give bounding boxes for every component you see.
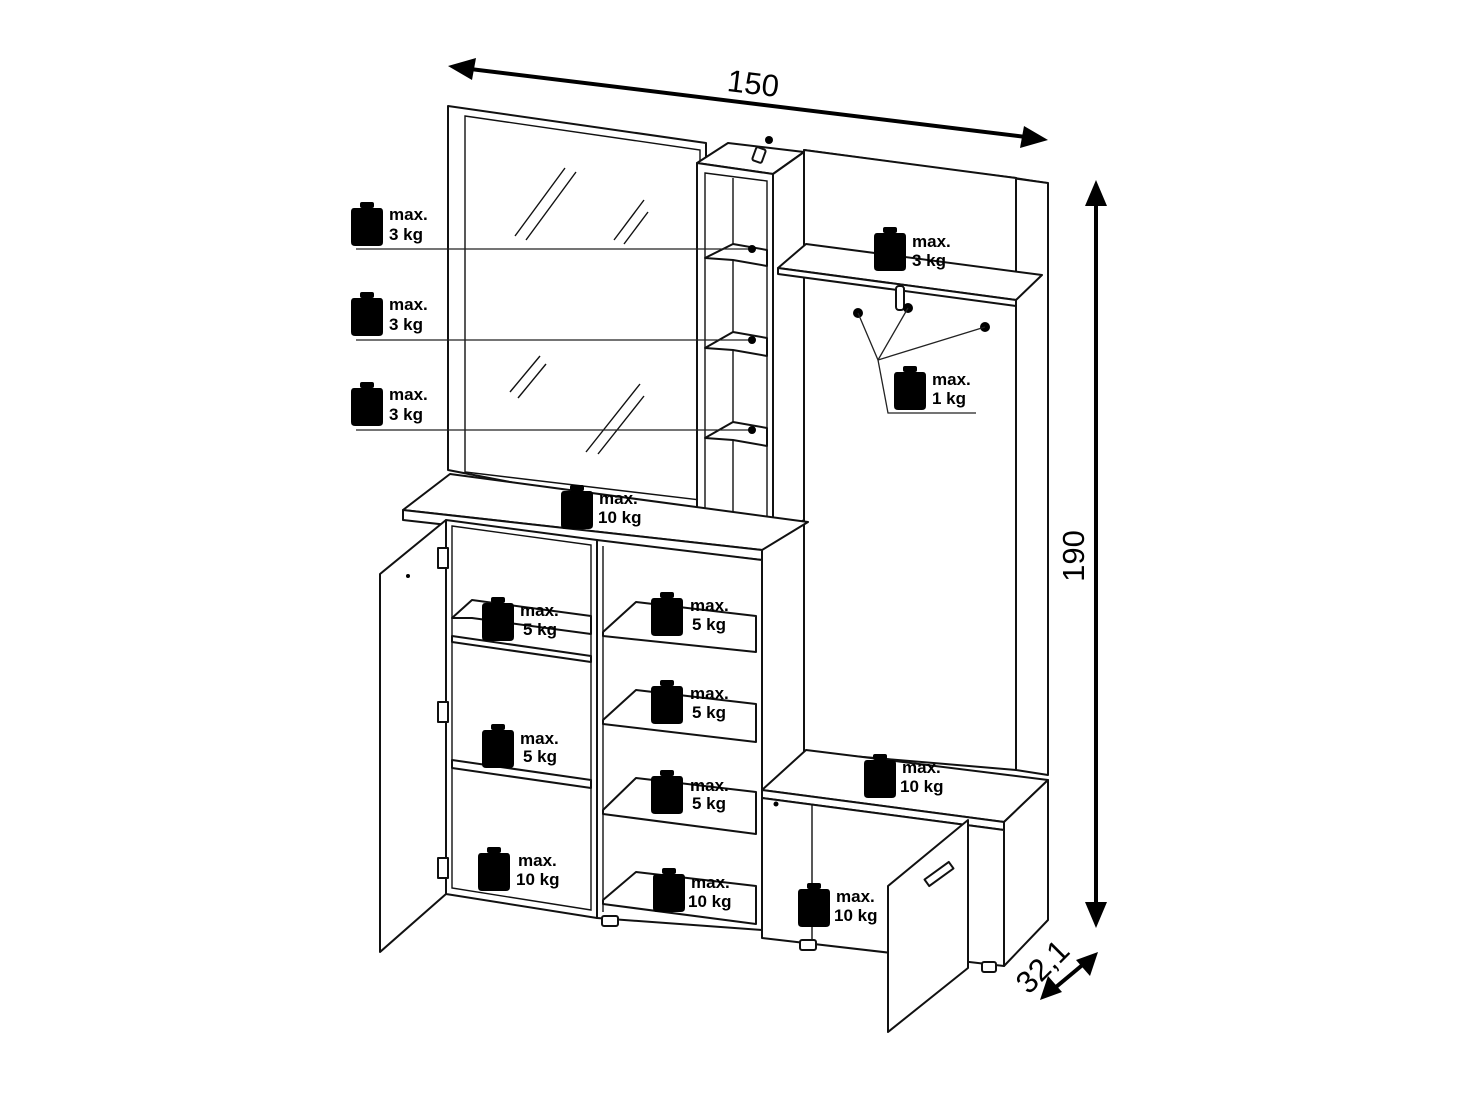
weight-icon xyxy=(653,868,685,912)
weight-icon xyxy=(561,485,593,529)
load-label-bench-top: max. 10 kg xyxy=(864,754,943,798)
load-label-left-bottom: max. 10 kg xyxy=(478,847,559,891)
load-label-middle-bottom: max. 10 kg xyxy=(653,868,731,912)
load-label-line2: 5 kg xyxy=(523,747,557,766)
weight-icon xyxy=(874,227,906,271)
column-leader-lines xyxy=(356,245,756,434)
load-label-middle-shelf-1: max. 5 kg xyxy=(651,592,729,636)
weight-icon xyxy=(894,366,926,410)
load-label-hat-shelf: max. 3 kg xyxy=(874,227,951,271)
weight-icon xyxy=(482,724,514,768)
weight-icon xyxy=(351,292,383,336)
load-label-line1: max. xyxy=(836,887,875,906)
hall-panel xyxy=(803,149,1049,776)
weight-icon xyxy=(651,680,683,724)
width-dimension: 150 xyxy=(448,58,1048,148)
width-label: 150 xyxy=(725,63,781,104)
load-label-line2: 10 kg xyxy=(834,906,877,925)
load-label-line2: 5 kg xyxy=(692,794,726,813)
load-label-shelf-column-3: max. 3 kg xyxy=(351,382,428,426)
load-label-left-shelf-1: max. 5 kg xyxy=(482,597,559,641)
mirror-panel xyxy=(447,105,707,521)
load-label-line1: max. xyxy=(912,232,951,251)
load-label-line2: 5 kg xyxy=(523,620,557,639)
load-label-bench-cabinet-bottom: max. 10 kg xyxy=(798,883,877,927)
column-top-hook xyxy=(751,136,773,164)
load-label-shelf-column-1: max. 3 kg xyxy=(351,202,428,246)
load-label-line2: 3 kg xyxy=(389,405,423,424)
load-label-line1: max. xyxy=(520,729,559,748)
load-label-line1: max. xyxy=(690,596,729,615)
load-label-line1: max. xyxy=(932,370,971,389)
load-label-line1: max. xyxy=(599,489,638,508)
load-label-left-shelf-2: max. 5 kg xyxy=(482,724,559,768)
load-label-line1: max. xyxy=(902,758,941,777)
load-label-middle-shelf-2: max. 5 kg xyxy=(651,680,729,724)
bench-door xyxy=(887,819,969,1033)
load-label-line2: 3 kg xyxy=(389,315,423,334)
load-label-line2: 10 kg xyxy=(900,777,943,796)
load-label-line2: 10 kg xyxy=(516,870,559,889)
mirror-reflection xyxy=(509,167,649,455)
load-label-line1: max. xyxy=(520,601,559,620)
weight-icon xyxy=(798,883,830,927)
load-label-line1: max. xyxy=(389,385,428,404)
bench xyxy=(761,749,1049,1033)
weight-icon xyxy=(482,597,514,641)
weight-icon xyxy=(351,202,383,246)
load-label-coat-hooks: max. 1 kg xyxy=(894,366,971,410)
load-label-cabinet-top: max. 10 kg xyxy=(561,485,641,529)
load-label-middle-shelf-3: max. 5 kg xyxy=(651,770,729,814)
load-label-line1: max. xyxy=(690,776,729,795)
coat-hooks xyxy=(853,285,990,414)
load-label-shelf-column-2: max. 3 kg xyxy=(351,292,428,336)
height-label: 190 xyxy=(1056,530,1091,582)
load-label-line1: max. xyxy=(389,205,428,224)
weight-icon xyxy=(478,847,510,891)
left-cabinet xyxy=(379,519,598,953)
height-dimension: 190 xyxy=(1056,180,1107,928)
load-label-line2: 3 kg xyxy=(389,225,423,244)
load-label-line1: max. xyxy=(518,851,557,870)
load-label-line2: 5 kg xyxy=(692,615,726,634)
load-label-line1: max. xyxy=(691,873,730,892)
load-label-line2: 1 kg xyxy=(932,389,966,408)
weight-icon xyxy=(864,754,896,798)
cabinet-top xyxy=(402,473,809,561)
weight-icon xyxy=(651,770,683,814)
load-label-line2: 5 kg xyxy=(692,703,726,722)
weight-icon xyxy=(351,382,383,426)
load-label-line2: 10 kg xyxy=(688,892,731,911)
feet xyxy=(601,915,997,973)
load-label-line2: 3 kg xyxy=(912,251,946,270)
weight-icon xyxy=(651,592,683,636)
load-label-line2: 10 kg xyxy=(598,508,641,527)
load-label-line1: max. xyxy=(389,295,428,314)
load-label-line1: max. xyxy=(690,684,729,703)
left-cabinet-door xyxy=(379,519,449,953)
